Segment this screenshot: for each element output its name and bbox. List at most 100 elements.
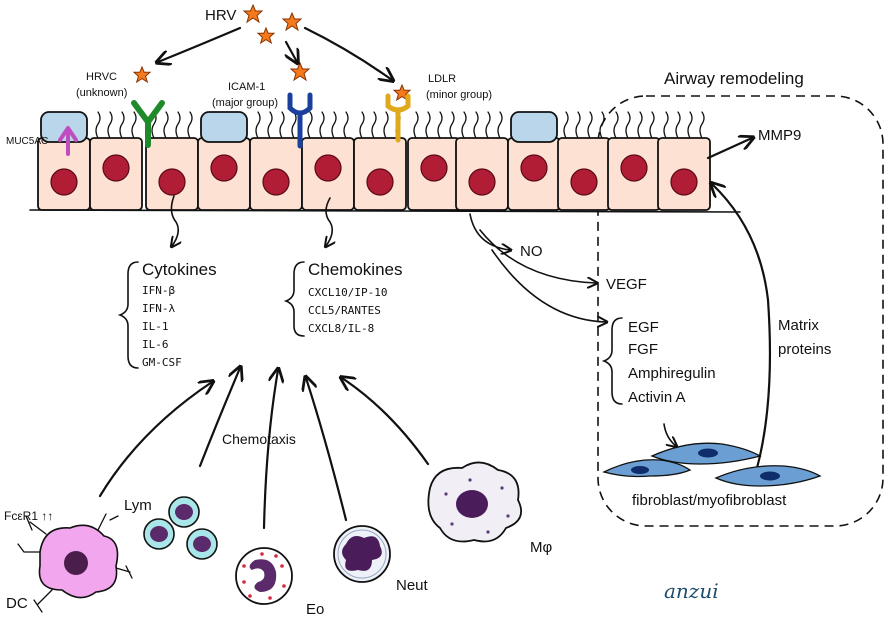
arrow-neut-chemotaxis	[306, 378, 348, 522]
cilium	[187, 111, 193, 139]
cell-nucleus	[670, 168, 698, 196]
lym-label: Lym	[124, 497, 152, 514]
chemotaxis-label: Chemotaxis	[222, 431, 296, 447]
cilium	[255, 111, 261, 139]
arrow-to-cytokines	[171, 195, 178, 246]
cilium	[307, 111, 313, 139]
chemokines-title: Chemokines	[308, 260, 403, 279]
virus-particle-4	[289, 61, 311, 82]
airway-epithelium	[37, 111, 711, 211]
cytokines-title: Cytokines	[142, 260, 217, 279]
goblet-cell-mucus	[200, 111, 248, 143]
no-label: NO	[520, 243, 543, 260]
cilium	[649, 111, 655, 139]
cell-nucleus	[50, 168, 78, 196]
cilium	[95, 111, 101, 139]
cell-nucleus	[210, 154, 238, 182]
receptor-hrvc-shape	[131, 100, 165, 148]
cell-nucleus	[158, 168, 186, 196]
virus-particle-3	[256, 26, 276, 45]
fibroblast-label: fibroblast/myofibroblast	[632, 492, 787, 509]
cilium	[575, 111, 581, 139]
hrv-label: HRV	[205, 7, 236, 24]
receptor-hrvc-note: (unknown)	[76, 87, 127, 99]
airway-remodeling-box	[597, 95, 884, 527]
arrow-matrix-to-epithelium	[712, 184, 772, 470]
cilium	[413, 111, 419, 139]
growth-factor-item: Amphiregulin	[628, 365, 716, 382]
cilium	[425, 111, 431, 139]
chemokine-item: CXCL8/IL-8	[308, 322, 374, 335]
cilium	[699, 111, 705, 139]
cell-nucleus	[520, 154, 548, 182]
cell-nucleus	[102, 154, 130, 182]
macrophage	[427, 461, 522, 543]
cilium	[371, 111, 377, 139]
neutrophil	[333, 525, 391, 583]
mmp9-label: MMP9	[758, 127, 801, 144]
growth-factor-item: FGF	[628, 341, 658, 358]
fceri-label: FcεR1 ↑↑	[4, 509, 53, 523]
dendritic-cell	[17, 513, 133, 613]
growth-factor-item: EGF	[628, 319, 659, 336]
cilium	[497, 111, 503, 139]
cilium	[563, 111, 569, 139]
cytokine-item: IFN-λ	[142, 302, 175, 315]
chemokine-item: CCL5/RANTES	[308, 304, 381, 317]
neut-label: Neut	[396, 577, 429, 594]
receptor-ldlr-shape	[385, 93, 411, 143]
arrow-to-growth-factors	[491, 249, 606, 322]
cilium	[331, 111, 337, 139]
cilium	[383, 111, 389, 139]
receptor-ldlr-note: (minor group)	[426, 89, 492, 101]
arrow-to-fibroblast	[663, 423, 676, 446]
virus-particles	[132, 3, 412, 102]
eo-label: Eo	[306, 601, 324, 618]
matrix-proteins-label-2: proteins	[778, 341, 831, 358]
cilium	[461, 111, 467, 139]
cell-nucleus	[314, 154, 342, 182]
arrow-eo-chemotaxis	[262, 370, 278, 530]
arrow-lym-chemotaxis	[198, 368, 240, 468]
arrow-hrv-to-ldlr	[303, 26, 392, 80]
airway-remodeling-title: Airway remodeling	[664, 69, 804, 88]
muc5ac-label: MUC5AC	[6, 136, 48, 147]
cilium	[359, 111, 365, 139]
cytokine-item: IL-6	[142, 338, 169, 351]
growth-factors-brace	[601, 317, 623, 405]
goblet-cell-mucus	[40, 111, 88, 143]
cilium	[449, 111, 455, 139]
cilium	[319, 111, 325, 139]
arrow-dc-chemotaxis	[98, 382, 212, 498]
vegf-label: VEGF	[606, 276, 647, 293]
cytokines-brace	[117, 261, 139, 369]
cilium	[267, 111, 273, 139]
cilium	[625, 111, 631, 139]
cell-nucleus	[570, 168, 598, 196]
virus-particle-1	[242, 3, 264, 24]
cilium	[437, 111, 443, 139]
cilium	[279, 111, 285, 139]
arrow-to-no	[469, 213, 510, 250]
chemokine-item: CXCL10/IP-10	[308, 286, 387, 299]
cytokine-item: IL-1	[142, 320, 169, 333]
cell-nucleus	[620, 154, 648, 182]
cilium	[343, 111, 349, 139]
cilium	[131, 111, 137, 139]
cilium	[473, 111, 479, 139]
cytokine-item: IFN-β	[142, 284, 175, 297]
cilium	[637, 111, 643, 139]
dc-label: DC	[6, 595, 28, 612]
cell-nucleus	[262, 168, 290, 196]
muc5ac-up-arrow	[58, 126, 78, 156]
eosinophil	[235, 547, 293, 605]
cilium	[119, 111, 125, 139]
cell-nucleus	[420, 154, 448, 182]
arrow-to-vegf	[479, 229, 596, 283]
arrow-to-mmp9	[706, 138, 752, 160]
arrow-hrv-to-hrvc	[158, 26, 242, 62]
receptor-hrvc-name: HRVC	[86, 71, 117, 83]
receptor-icam-note: (major group)	[212, 97, 278, 109]
receptor-icam-shape	[287, 92, 313, 149]
